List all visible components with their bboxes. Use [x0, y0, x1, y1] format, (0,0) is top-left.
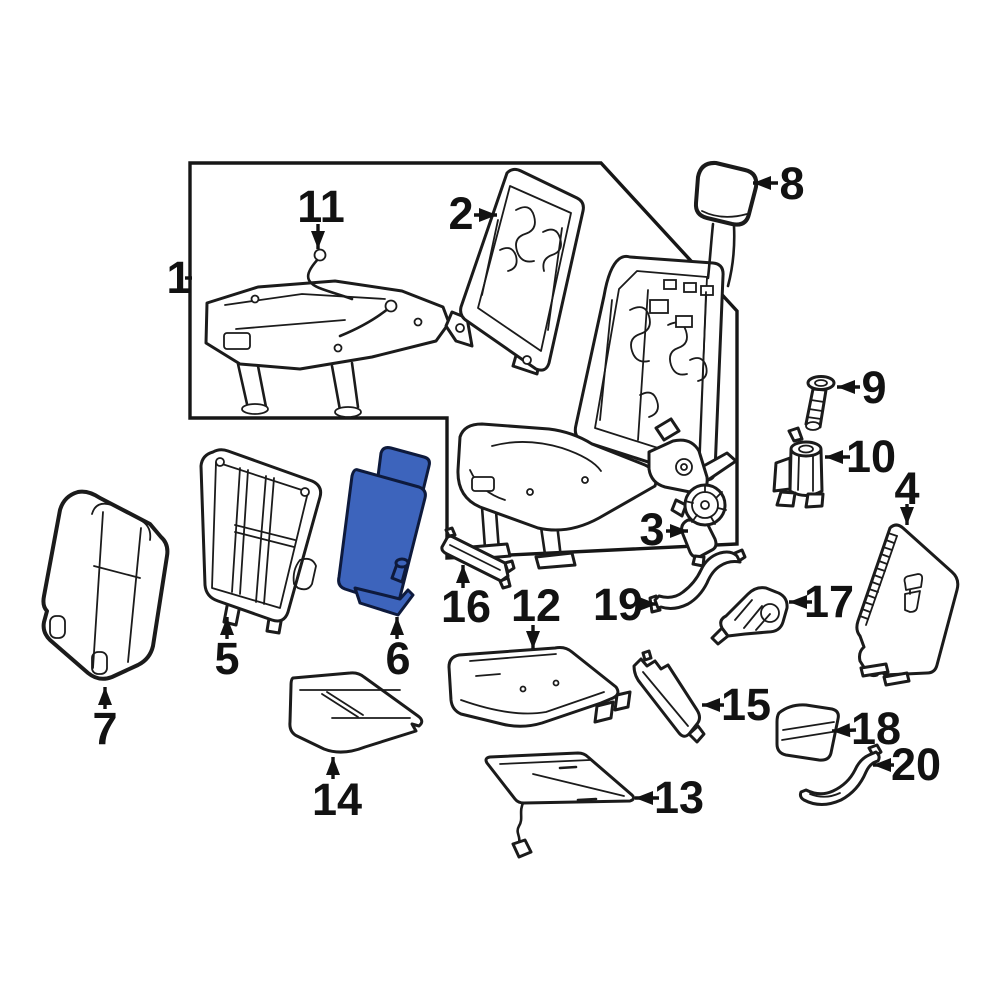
part-label-19: 19 — [593, 579, 643, 630]
armrest-body — [337, 468, 427, 606]
part-label-6: 6 — [385, 633, 410, 684]
main-seat-assembly — [456, 254, 738, 570]
leader-18 — [831, 723, 857, 738]
part-14-seat-cushion-cover — [288, 671, 424, 754]
part-1-seat-cushion-frame — [204, 279, 451, 418]
part-label-2: 2 — [448, 188, 473, 239]
part-label-15: 15 — [721, 679, 771, 730]
part-15-side-trim — [632, 649, 706, 744]
part-13-heater-pad — [484, 751, 636, 859]
part-label-14: 14 — [312, 774, 362, 825]
part-label-13: 13 — [654, 772, 704, 823]
part-label-8: 8 — [779, 158, 804, 209]
part-6-armrest-highlighted — [337, 446, 431, 617]
part-label-10: 10 — [846, 431, 896, 482]
part-label-18: 18 — [851, 703, 901, 754]
part-label-1: 1 — [166, 252, 191, 303]
part-7-seatback-cushion — [41, 489, 170, 681]
part-16-slide-rail — [440, 526, 516, 590]
assembly-group-box — [188, 161, 739, 560]
part-5-seatback-board — [199, 448, 323, 635]
part-3-recline-motor — [670, 483, 727, 568]
armrest-hinge — [353, 586, 415, 617]
part-17-hinge-bracket — [710, 586, 789, 646]
part-12-seat-cushion-pad — [447, 646, 632, 728]
part-8-headrest — [693, 160, 759, 288]
part-10-latch — [772, 426, 825, 509]
part-4-side-shield — [855, 523, 960, 687]
part-label-4: 4 — [894, 463, 919, 514]
part-label-20: 20 — [891, 739, 941, 790]
part-label-5: 5 — [214, 633, 239, 684]
part-18-recliner-cover — [775, 703, 840, 762]
part-label-7: 7 — [92, 703, 117, 754]
part-11-release-cable — [306, 248, 398, 338]
armrest-bolt-cap — [394, 557, 410, 569]
part-label-9: 9 — [861, 362, 886, 413]
part-label-12: 12 — [511, 580, 561, 631]
part-label-16: 16 — [441, 581, 491, 632]
part-label-3: 3 — [639, 504, 664, 555]
part-label-11: 11 — [297, 181, 345, 232]
part-label-17: 17 — [804, 576, 854, 627]
part-9-guide-pin — [804, 375, 836, 431]
